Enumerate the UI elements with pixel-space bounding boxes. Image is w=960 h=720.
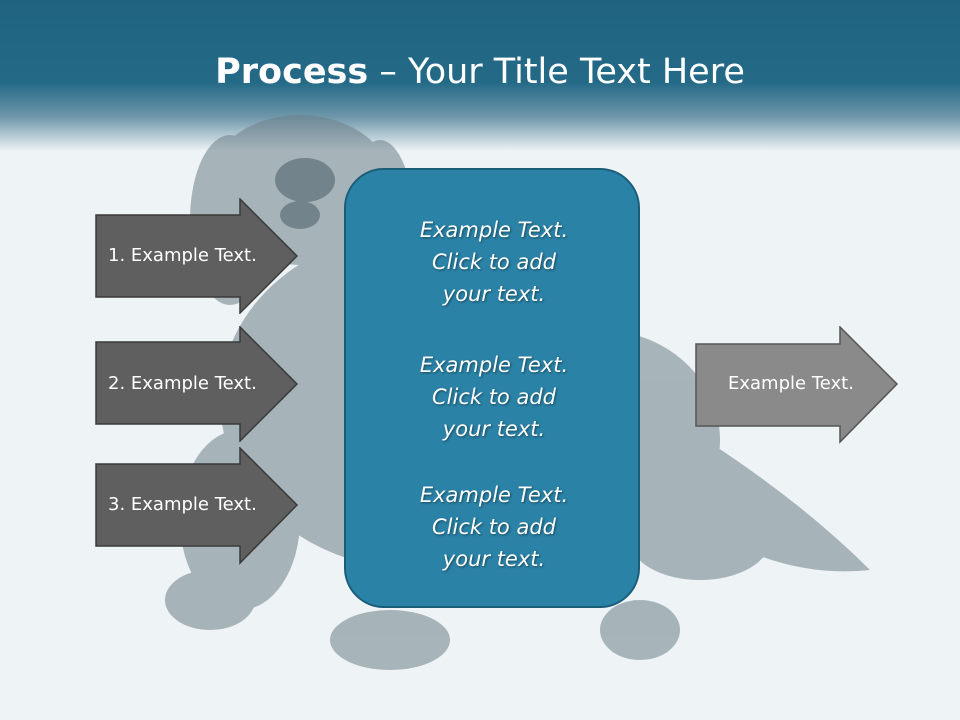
title-bold: Process — [215, 52, 369, 92]
center-block-1: Example Text. Click to add your text. — [346, 214, 642, 310]
center-block-3-line3: your text. — [442, 547, 546, 571]
left-arrow-3[interactable]: 3. Example Text. — [95, 447, 299, 565]
center-block-1-line2: Click to add — [431, 250, 556, 274]
center-block-3-line2: Click to add — [431, 515, 556, 539]
arrow-shape — [95, 326, 299, 442]
center-block-2-line3: your text. — [442, 417, 546, 441]
center-text-box[interactable]: Example Text. Click to add your text. Ex… — [344, 168, 640, 608]
center-block-3: Example Text. Click to add your text. — [346, 479, 642, 575]
center-block-1-line1: Example Text. — [419, 218, 569, 242]
arrow-shape — [95, 198, 299, 314]
center-block-3-line1: Example Text. — [419, 483, 569, 507]
right-arrow[interactable]: Example Text. — [695, 326, 899, 444]
left-arrow-1-label: 1. Example Text. — [108, 245, 257, 266]
left-arrow-3-label: 3. Example Text. — [108, 494, 257, 515]
center-block-2-line1: Example Text. — [419, 353, 569, 377]
left-arrow-2[interactable]: 2. Example Text. — [95, 326, 299, 442]
arrow-shape — [695, 326, 899, 444]
slide-title: Process – Your Title Text Here — [0, 52, 960, 92]
center-block-2-line2: Click to add — [431, 385, 556, 409]
right-arrow-label: Example Text. — [728, 373, 854, 394]
left-arrow-1[interactable]: 1. Example Text. — [95, 198, 299, 314]
left-arrow-2-label: 2. Example Text. — [108, 373, 257, 394]
arrow-shape — [95, 447, 299, 565]
header-band — [0, 0, 960, 150]
center-block-1-line3: your text. — [442, 282, 546, 306]
center-block-2: Example Text. Click to add your text. — [346, 349, 642, 445]
title-rest: – Your Title Text Here — [368, 52, 745, 92]
